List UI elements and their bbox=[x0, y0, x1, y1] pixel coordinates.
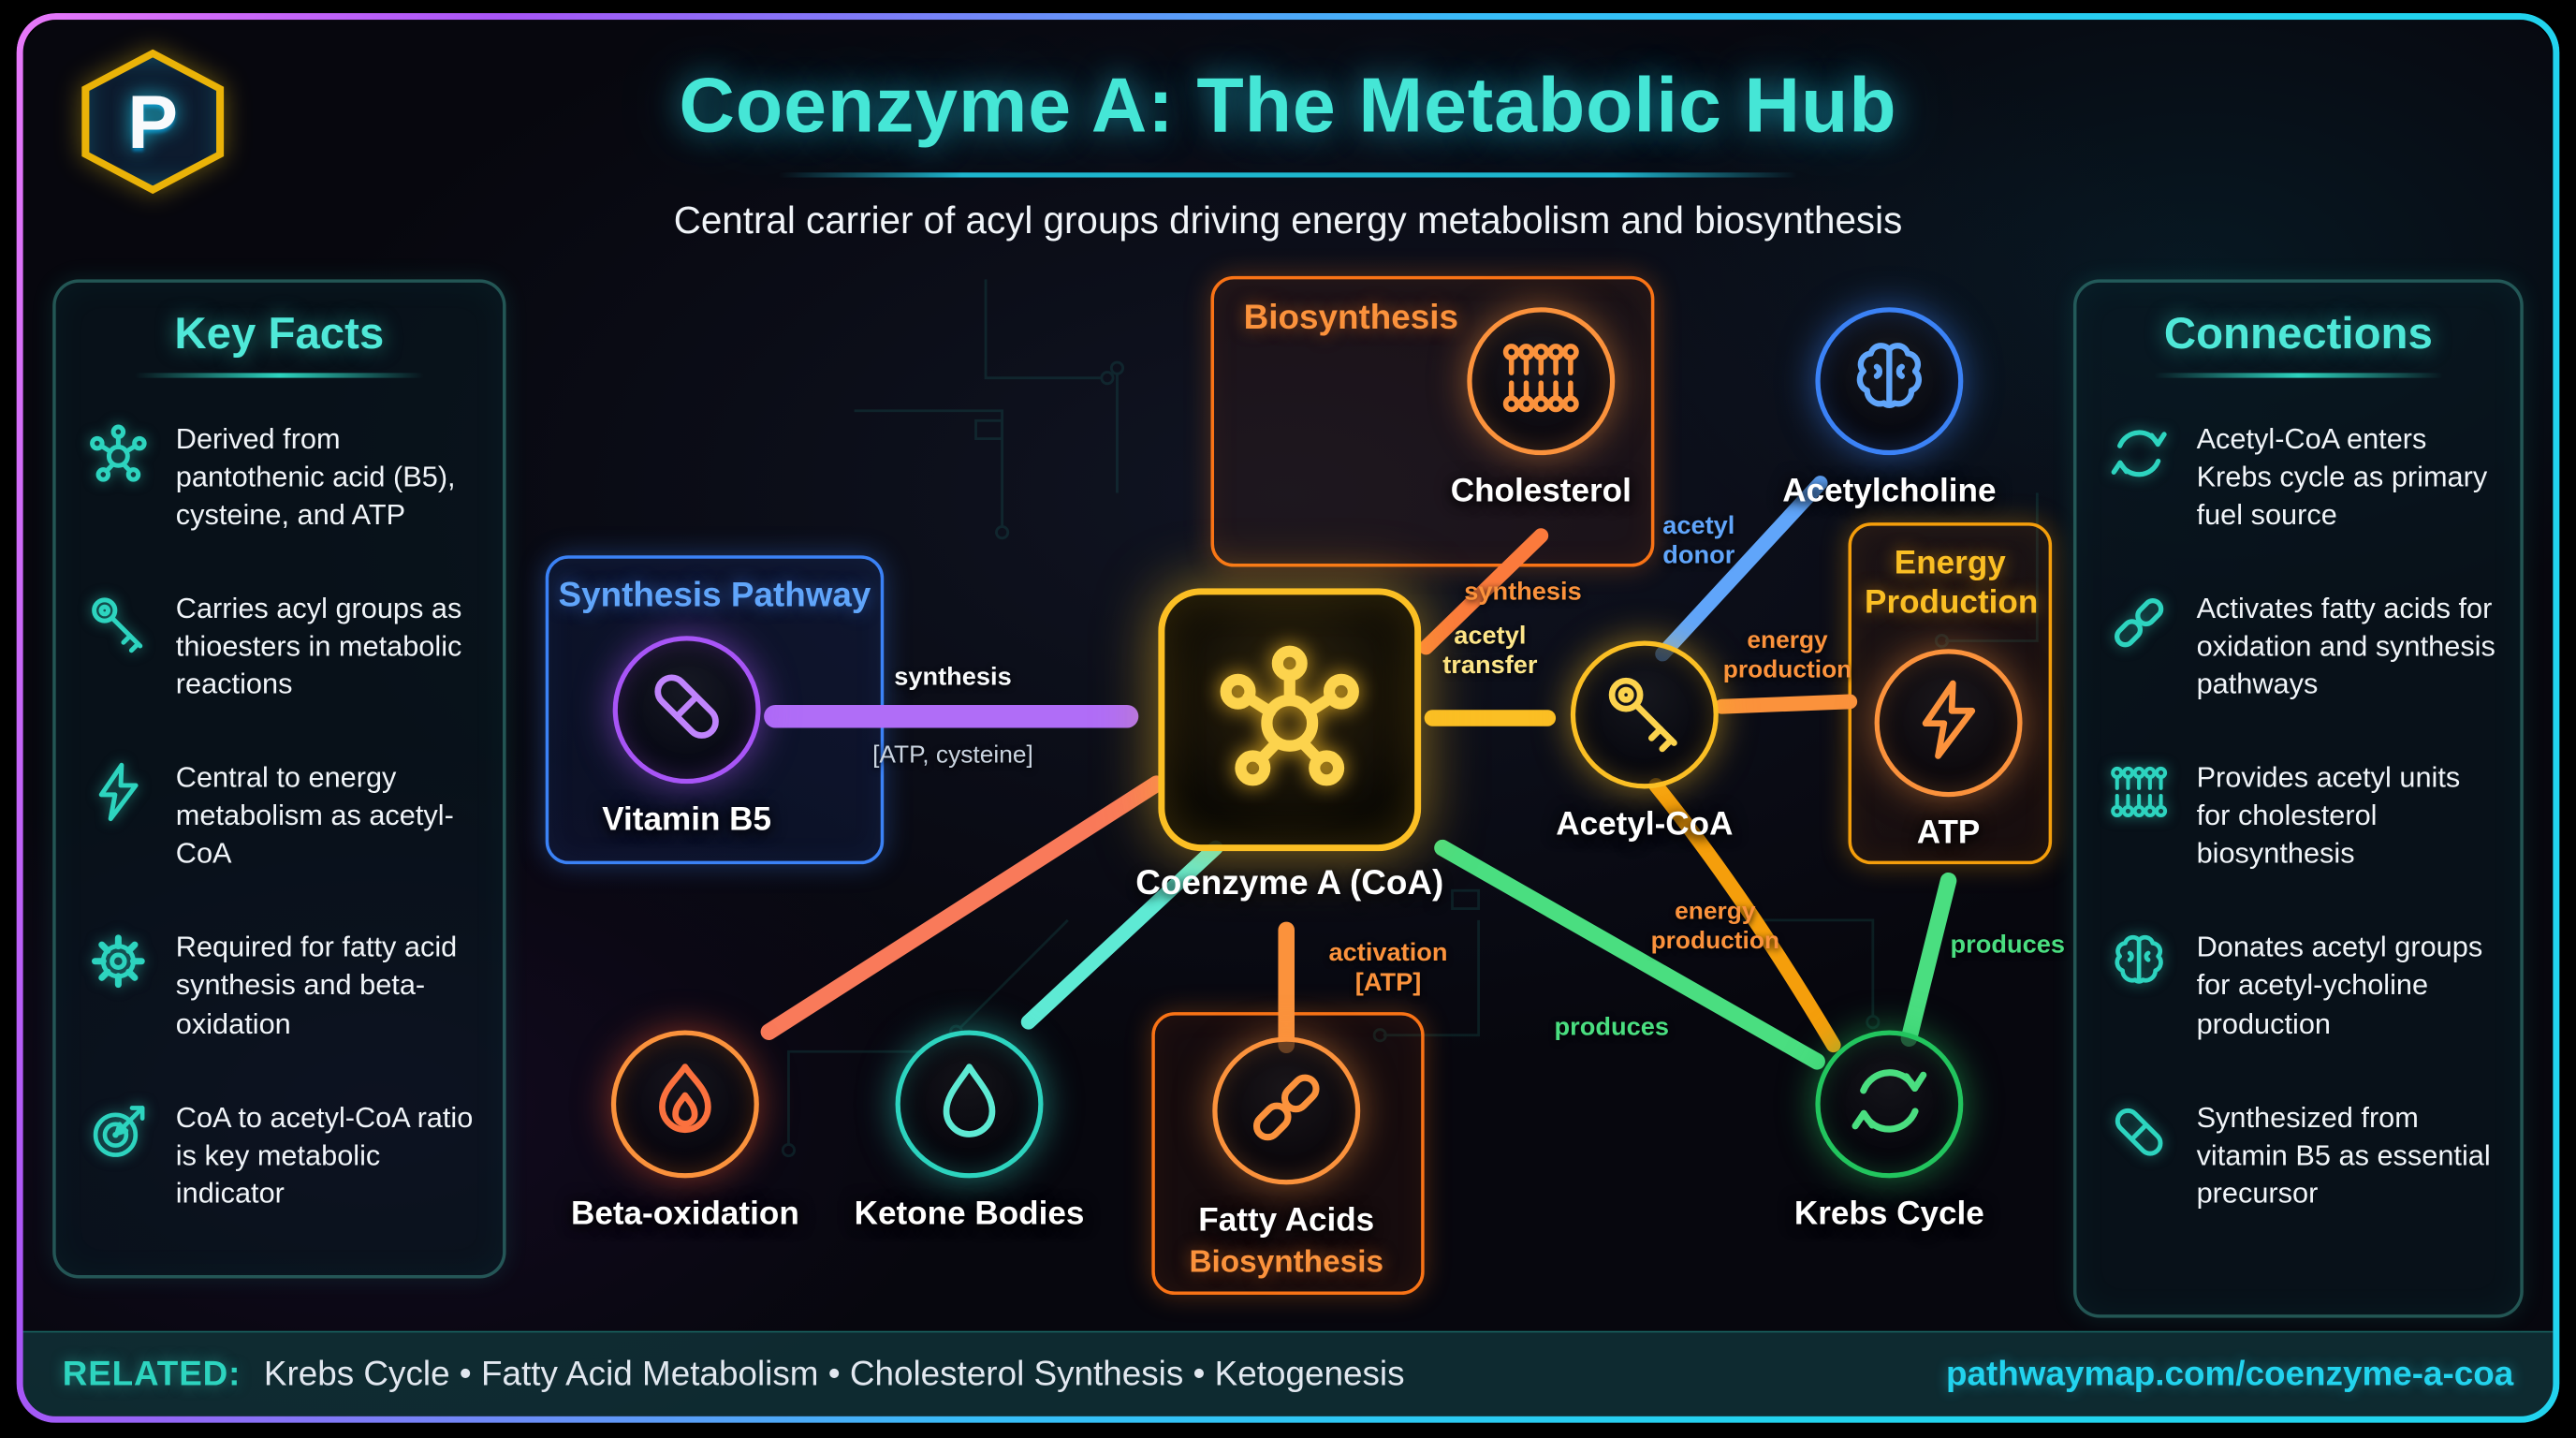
key-facts-list: Derived from pantothenic acid (B5), cyst… bbox=[56, 377, 503, 1212]
membrane-icon bbox=[2103, 756, 2175, 828]
related-items: Krebs Cycle • Fatty Acid Metabolism • Ch… bbox=[263, 1355, 1405, 1393]
lightning-icon bbox=[82, 756, 154, 828]
key-fact-text: Required for fatty acid synthesis and be… bbox=[175, 930, 458, 1040]
connections-panel: Connections Acetyl-CoA enters Krebs cycl… bbox=[2072, 279, 2524, 1318]
cholesterol-label: Cholesterol bbox=[1450, 473, 1632, 510]
page-title: Coenzyme A: The Metabolic Hub bbox=[679, 60, 1897, 148]
fatty-acids-label: Fatty Acids bbox=[1198, 1202, 1375, 1240]
membrane-icon bbox=[1497, 332, 1586, 430]
edge-label-acetyl-donor: acetyl donor bbox=[1662, 512, 1735, 571]
page-subtitle: Central carrier of acyl groups driving e… bbox=[673, 198, 1903, 242]
connection-item: Synthesized from vitamin B5 as essential… bbox=[2103, 1095, 2501, 1212]
key-fact-item: Carries acyl groups as thioesters in met… bbox=[82, 586, 483, 703]
coenzyme-a-label: Coenzyme A (CoA) bbox=[1135, 864, 1444, 902]
footer-url-link[interactable]: pathwaymap.com/coenzyme-a-coa bbox=[1945, 1355, 2514, 1393]
edge-label-activation-atp: activation [ATP] bbox=[1328, 939, 1448, 998]
connection-item: Activates fatty acids for oxidation and … bbox=[2103, 586, 2501, 703]
connection-item: Provides acetyl units for cholesterol bi… bbox=[2103, 756, 2501, 873]
pill-icon bbox=[2103, 1095, 2175, 1167]
acetylcholine-label: Acetylcholine bbox=[1782, 473, 1997, 510]
fatty-acids-sublabel: Biosynthesis bbox=[1189, 1245, 1384, 1281]
logo-hexagon-inner: P bbox=[89, 57, 217, 186]
connection-text: Provides acetyl units for cholesterol bi… bbox=[2196, 760, 2461, 870]
acetyl-coa-circle bbox=[1570, 640, 1719, 789]
pill-icon bbox=[642, 661, 731, 758]
krebs-cycle-circle bbox=[1815, 1030, 1964, 1179]
cycle-icon bbox=[1845, 1056, 1934, 1153]
target-icon bbox=[82, 1095, 154, 1167]
edge-label-produces-atp: produces bbox=[1950, 931, 2065, 960]
beta-oxidation-label: Beta-oxidation bbox=[570, 1196, 799, 1233]
acetylcholine-node: Acetylcholine bbox=[1758, 307, 2021, 511]
beta-oxidation-circle bbox=[610, 1030, 759, 1179]
connection-text: Acetyl-CoA enters Krebs cycle as primary… bbox=[2196, 421, 2488, 531]
key-fact-text: Carries acyl groups as thioesters in met… bbox=[175, 591, 462, 700]
atp-node: ATP bbox=[1817, 649, 2080, 853]
connection-text: Donates acetyl groups for acetyl-ycholin… bbox=[2196, 930, 2483, 1040]
key-icon bbox=[1600, 667, 1689, 764]
pathwaymap-logo: P bbox=[76, 49, 230, 195]
fatty-acids-circle bbox=[1212, 1036, 1361, 1185]
key-icon bbox=[82, 586, 154, 658]
molecule-icon bbox=[1209, 635, 1370, 804]
acetylcholine-circle bbox=[1815, 307, 1964, 456]
fatty-acids-node: Fatty Acids Biosynthesis bbox=[1155, 1036, 1418, 1282]
cycle-icon bbox=[2103, 417, 2175, 489]
logo-hexagon: P bbox=[81, 49, 225, 195]
edge-label-synthesis: synthesis bbox=[894, 663, 1012, 692]
key-fact-text: Derived from pantothenic acid (B5), cyst… bbox=[175, 421, 456, 531]
key-fact-text: CoA to acetyl-CoA ratio is key metabolic… bbox=[175, 1100, 474, 1210]
edge-label-energy-production-krebs: energy production bbox=[1650, 897, 1780, 955]
title-underline bbox=[778, 172, 1798, 177]
acetyl-coa-node: Acetyl-CoA bbox=[1513, 640, 1776, 844]
cholesterol-node: Cholesterol bbox=[1410, 307, 1673, 511]
cholesterol-circle bbox=[1467, 307, 1616, 456]
key-facts-heading: Key Facts bbox=[174, 308, 385, 359]
energy-production-title: Energy Production bbox=[1865, 545, 2039, 621]
krebs-cycle-node: Krebs Cycle bbox=[1758, 1030, 2021, 1234]
key-fact-text: Central to energy metabolism as acetyl-C… bbox=[175, 760, 454, 870]
coenzyme-a-node bbox=[1158, 588, 1422, 852]
ketone-bodies-node: Ketone Bodies bbox=[838, 1030, 1101, 1234]
connections-heading: Connections bbox=[2163, 308, 2433, 359]
connection-text: Activates fatty acids for oxidation and … bbox=[2196, 591, 2496, 700]
key-fact-item: Required for fatty acid synthesis and be… bbox=[82, 926, 483, 1043]
brain-icon bbox=[2103, 926, 2175, 998]
chain-icon bbox=[1242, 1063, 1331, 1160]
ketone-bodies-label: Ketone Bodies bbox=[854, 1196, 1085, 1233]
related-label: RELATED: bbox=[62, 1355, 242, 1393]
key-fact-item: Central to energy metabolism as acetyl-C… bbox=[82, 756, 483, 873]
brain-icon bbox=[1845, 332, 1934, 430]
krebs-cycle-label: Krebs Cycle bbox=[1793, 1196, 1984, 1233]
atp-circle bbox=[1874, 649, 2023, 798]
key-fact-item: CoA to acetyl-CoA ratio is key metabolic… bbox=[82, 1095, 483, 1212]
logo-letter: P bbox=[127, 79, 179, 165]
key-facts-panel: Key Facts Derived from pantothenic acid … bbox=[52, 279, 506, 1279]
vitamin-b5-node: Vitamin B5 bbox=[555, 636, 818, 840]
ketone-bodies-circle bbox=[895, 1030, 1044, 1179]
beta-oxidation-node: Beta-oxidation bbox=[553, 1030, 816, 1234]
edge-label-atp-cysteine: [ATP, cysteine] bbox=[872, 741, 1033, 770]
flame-icon bbox=[640, 1056, 729, 1153]
connections-list: Acetyl-CoA enters Krebs cycle as primary… bbox=[2076, 377, 2520, 1212]
chain-icon bbox=[2103, 586, 2175, 658]
acetyl-coa-label: Acetyl-CoA bbox=[1556, 806, 1734, 844]
vitamin-b5-circle bbox=[612, 636, 761, 785]
atp-label: ATP bbox=[1916, 814, 1981, 852]
connection-item: Acetyl-CoA enters Krebs cycle as primary… bbox=[2103, 417, 2501, 534]
connection-item: Donates acetyl groups for acetyl-ycholin… bbox=[2103, 926, 2501, 1043]
lightning-icon bbox=[1904, 674, 1993, 771]
droplet-icon bbox=[925, 1056, 1014, 1153]
connection-text: Synthesized from vitamin B5 as essential… bbox=[2196, 1100, 2491, 1210]
gear-icon bbox=[82, 926, 154, 998]
molecule-icon bbox=[82, 417, 154, 489]
edge-label-cholesterol-synthesis: synthesis bbox=[1464, 578, 1582, 607]
vitamin-b5-label: Vitamin B5 bbox=[602, 801, 772, 839]
edge-label-produces-coa: produces bbox=[1554, 1013, 1669, 1042]
footer-bar: RELATED: Krebs Cycle • Fatty Acid Metabo… bbox=[22, 1330, 2554, 1416]
synthesis-pathway-title: Synthesis Pathway bbox=[558, 577, 871, 615]
key-fact-item: Derived from pantothenic acid (B5), cyst… bbox=[82, 417, 483, 534]
